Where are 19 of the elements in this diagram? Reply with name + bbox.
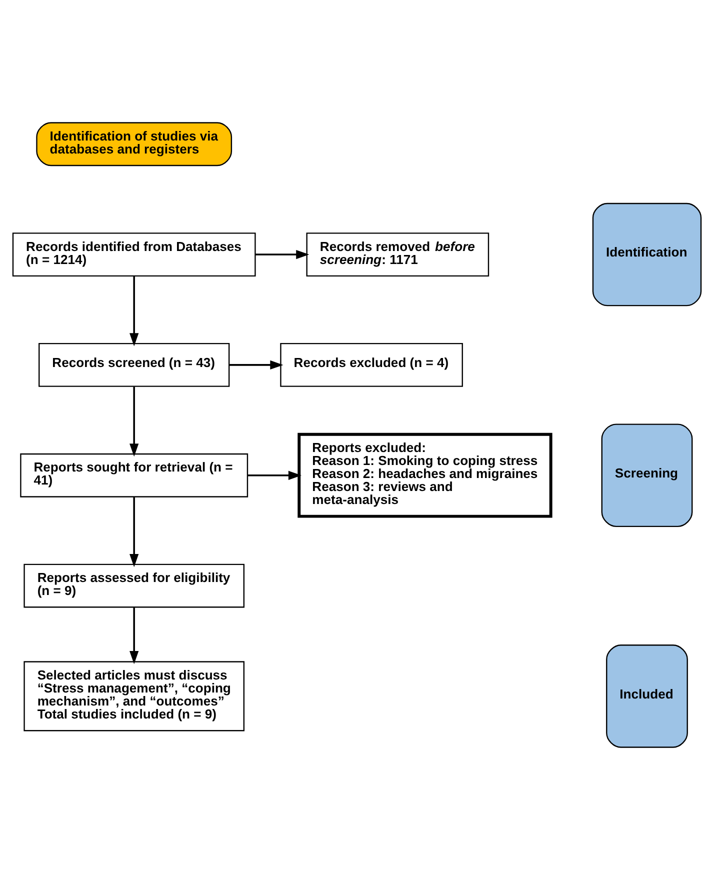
arrow [229,360,284,370]
node-box: Identification of studies via databases and registers [36,122,232,166]
node-box: Records screened (n = 43) [38,342,230,386]
node-box: Identification [592,202,702,306]
arrow [130,496,139,567]
node-box: Records removed before screening: 1171 [306,232,490,276]
arrow [255,249,310,259]
node-box: Records identified from Databases (n = 1214) [12,232,256,276]
arrow [130,276,139,346]
node-box: Included [606,644,688,748]
arrow [248,470,302,480]
node-box: Reports excluded: Reason 1: Smoking to coping stress Reason 2: headaches and migraines Reason 3: reviews and meta-analysis [298,432,552,518]
node-box: Reports sought for retrieval (n = 41) [20,452,248,497]
arrow [130,386,139,456]
node-box: Screening [601,423,693,527]
node-box: Selected articles must discuss “Stress management”, “coping mechanism”, and “outcomes” Total studies included (n = 9) [24,660,244,731]
node-box: Records excluded (n = 4) [280,342,463,386]
node-box: Reports assessed for eligibility (n = 9) [24,563,244,608]
arrow [130,607,139,664]
